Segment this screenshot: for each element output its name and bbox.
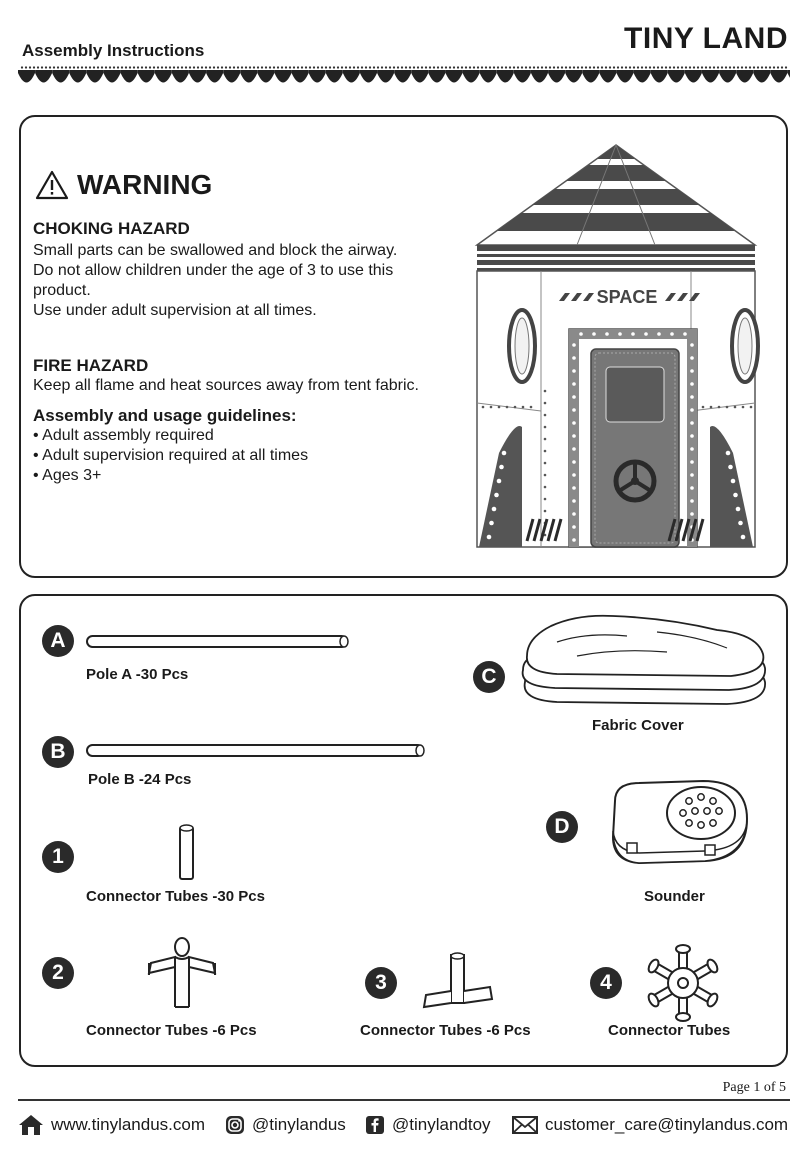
instagram-icon	[226, 1116, 244, 1134]
guideline-item: • Adult supervision required at all time…	[33, 447, 309, 464]
part-badge-d: D	[546, 811, 578, 843]
warning-title: WARNING	[77, 169, 213, 200]
warning-heading: WARNING	[35, 169, 212, 201]
choking-line: product.	[33, 282, 91, 299]
choking-line: Do not allow children under the age of 3…	[33, 262, 394, 279]
part-badge-b: B	[42, 736, 74, 768]
connector-3-label: Connector Tubes -6 Pcs	[360, 1022, 531, 1039]
part-badge-2: 2	[42, 957, 74, 989]
home-icon	[19, 1115, 43, 1135]
document-title: Assembly Instructions	[22, 41, 205, 60]
part-badge-4: 4	[590, 967, 622, 999]
pole-b-icon	[86, 744, 425, 757]
instagram-handle: @tinylandus	[252, 1115, 346, 1134]
connector-4-label: Connector Tubes	[608, 1022, 731, 1039]
hub-connector-icon	[647, 944, 719, 1022]
parts-panel: A Pole A -30 Pcs B Pole B -24 Pcs C Fabr…	[19, 594, 788, 1067]
footer-facebook[interactable]: @tinylandtoy	[365, 1112, 491, 1138]
footer-divider	[18, 1099, 790, 1101]
warning-triangle-icon	[35, 170, 69, 200]
scallop-border	[18, 70, 790, 83]
mail-icon	[512, 1116, 538, 1134]
sounder-icon	[611, 779, 749, 865]
fabric-cover-icon	[521, 614, 766, 705]
facebook-handle: @tinylandtoy	[392, 1115, 491, 1134]
pole-a-label: Pole A -30 Pcs	[86, 666, 189, 683]
choking-hazard-heading: CHOKING HAZARD	[33, 219, 190, 238]
straight-connector-icon	[179, 824, 194, 880]
page-number: Page 1 of 5	[722, 1080, 786, 1095]
guidelines-heading: Assembly and usage guidelines:	[33, 406, 297, 425]
fire-hazard-heading: FIRE HAZARD	[33, 356, 149, 375]
pole-b-label: Pole B -24 Pcs	[88, 771, 192, 788]
svg-text:SPACE: SPACE	[597, 287, 658, 307]
space-sign: SPACE	[559, 287, 700, 307]
guideline-item: • Ages 3+	[33, 467, 102, 484]
footer-website[interactable]: www.tinylandus.com	[18, 1112, 205, 1138]
footer-instagram[interactable]: @tinylandus	[225, 1112, 346, 1138]
fabric-cover-label: Fabric Cover	[592, 717, 684, 734]
pole-a-icon	[86, 635, 349, 648]
guideline-item: • Adult assembly required	[33, 427, 214, 444]
part-badge-1: 1	[42, 841, 74, 873]
facebook-icon	[366, 1116, 384, 1134]
rocket-tent-illustration: SPACE	[474, 144, 760, 548]
sounder-label: Sounder	[644, 888, 705, 905]
part-badge-3: 3	[365, 967, 397, 999]
y-connector-icon	[147, 937, 217, 1008]
part-badge-c: C	[473, 661, 505, 693]
email-address: customer_care@tinylandus.com	[545, 1115, 789, 1134]
website-text: www.tinylandus.com	[51, 1115, 206, 1134]
t-connector-icon	[422, 952, 494, 1009]
choking-line: Small parts can be swallowed and block t…	[33, 242, 398, 259]
connector-2-label: Connector Tubes -6 Pcs	[86, 1022, 257, 1039]
part-badge-a: A	[42, 625, 74, 657]
fire-line: Keep all flame and heat sources away fro…	[33, 377, 419, 394]
dotted-divider	[20, 66, 788, 69]
connector-1-label: Connector Tubes -30 Pcs	[86, 888, 265, 905]
choking-line: Use under adult supervision at all times…	[33, 302, 317, 319]
brand-name: TINY LAND	[624, 22, 788, 55]
warning-panel: WARNING CHOKING HAZARD Small parts can b…	[19, 115, 788, 578]
footer-email[interactable]: customer_care@tinylandus.com	[512, 1112, 788, 1138]
